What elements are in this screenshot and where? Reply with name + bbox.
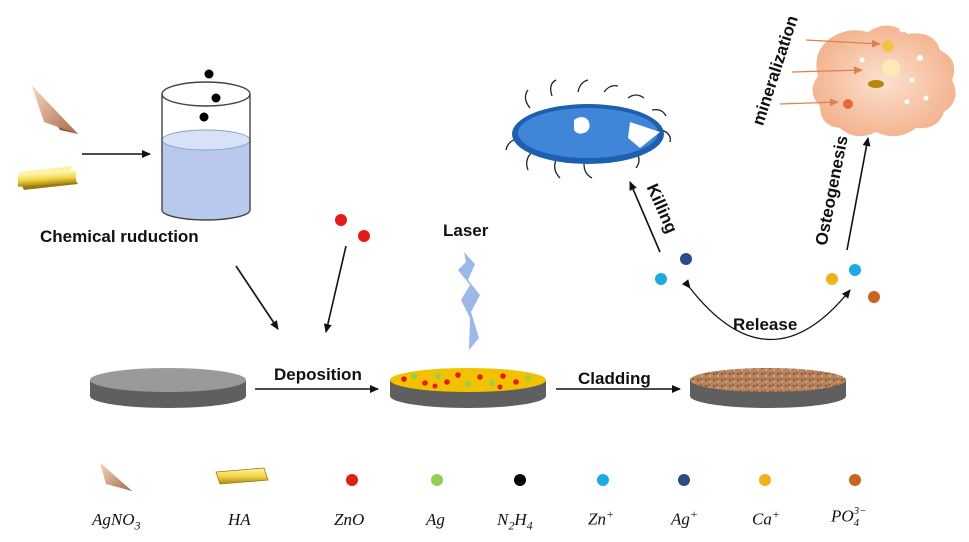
bone-cell-icon <box>812 25 956 137</box>
released-ions-left <box>655 253 692 285</box>
laser-label: Laser <box>443 221 489 240</box>
legend-agno3-icon <box>100 463 132 491</box>
reduction-arrow <box>235 265 279 330</box>
agno3-pyramid-icon <box>32 86 78 134</box>
legend-ha-label: HA <box>228 510 251 529</box>
beaker-icon <box>161 81 251 221</box>
cladding-label: Cladding <box>578 369 651 388</box>
legend-zno-label: ZnO <box>334 510 365 529</box>
legend-ca-ion-dot <box>759 474 771 486</box>
legend-n2h4-dot <box>514 474 526 486</box>
legend-ag-ion-label: Ag+ <box>671 507 698 529</box>
deposition-label: Deposition <box>274 365 362 384</box>
substrate-disk <box>90 368 246 408</box>
release-curve-arrow <box>681 279 851 341</box>
legend-zn-ion-dot <box>597 474 609 486</box>
legend-ag-dot <box>431 474 443 486</box>
legend-ha-icon <box>215 467 269 485</box>
legend-zno-dot <box>346 474 358 486</box>
zno-arrow <box>323 245 347 333</box>
legend-ca-ion-label: Ca+ <box>752 507 780 529</box>
n2h4-drops <box>199 69 221 122</box>
released-ions-right <box>826 264 880 303</box>
zno-particles <box>335 214 370 242</box>
osteogenesis-arrow <box>846 137 871 251</box>
killing-arrow <box>629 181 661 253</box>
legend-ag-label: Ag <box>426 510 445 529</box>
coated-disk <box>390 368 546 408</box>
laser-bolt-icon <box>458 252 480 350</box>
legend-ag-ion-dot <box>678 474 690 486</box>
bacterium-icon <box>505 79 671 179</box>
chemical-reduction-label: Chemical ruduction <box>40 227 199 246</box>
clad-disk <box>690 368 846 408</box>
legend-po4-dot <box>849 474 861 486</box>
release-label: Release <box>733 315 798 334</box>
legend-zn-ion-label: Zn+ <box>588 507 615 529</box>
legend-agno3-label: AgNO3 <box>92 510 141 533</box>
legend-n2h4-label: N2H4 <box>497 510 533 533</box>
ha-gold-bar-icon <box>18 166 78 190</box>
mineralization-arrows <box>779 39 881 107</box>
